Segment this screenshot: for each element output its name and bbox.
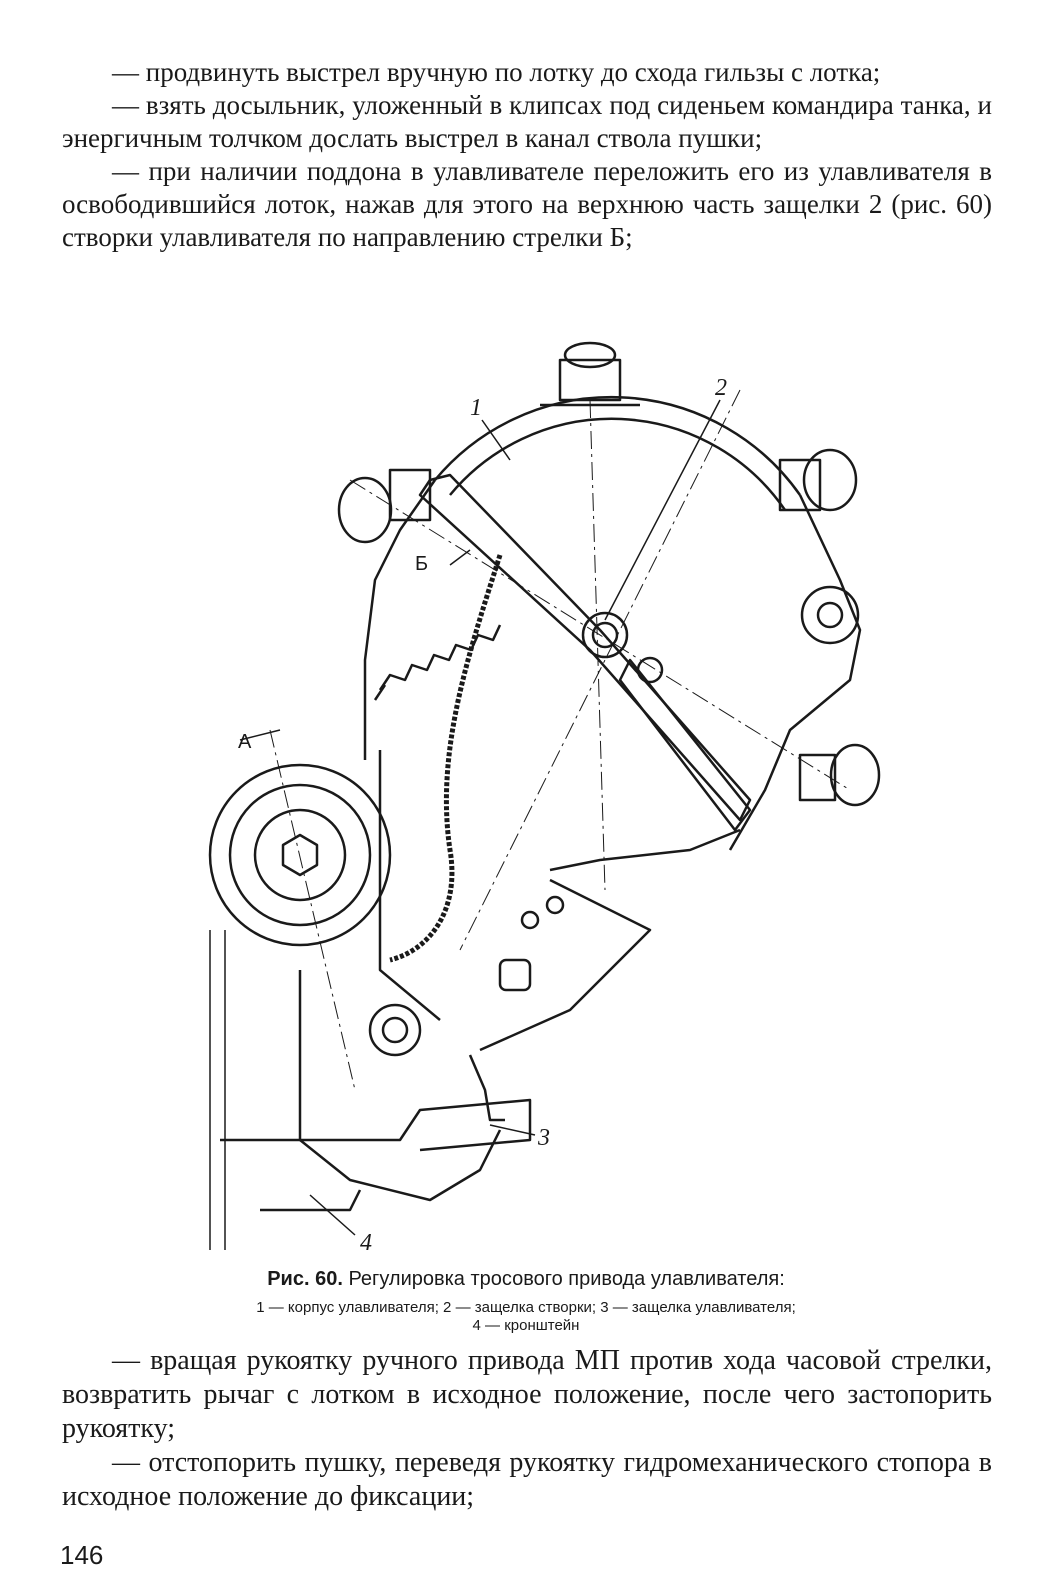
catcher-body-left-edge [363,479,437,760]
figure-caption: Рис. 60. Регулировка тросового привода у… [0,1268,1052,1291]
caption-prefix: Рис. 60. [267,1268,343,1290]
caption-title-text: Регулировка тросового привода улавливате… [348,1268,785,1290]
label-part-4: 4 [360,1230,372,1256]
dimension-a [239,729,281,741]
catcher-body-inner-arc [449,417,787,511]
rim-roller-right [800,585,860,645]
bracket-hole [520,910,540,930]
paragraph: — отстопорить пушку, переведя рукоятку г… [62,1447,992,1512]
bracket-block [498,958,532,992]
leader-1 [481,419,511,461]
cable-drum-inner [253,808,347,902]
catcher-body-outer-arc [434,395,802,496]
legend-line: 4 — кронштейн [472,1317,580,1334]
figure-60-illustration: 1 2 3 4 А Б [150,330,910,1265]
rim-bolt-top [540,341,640,407]
paragraph: — при наличии поддона в улавливателе пер… [62,156,992,252]
latch-pivot [581,611,629,659]
rim-bolt-right-upper [778,448,858,512]
housing-body [298,970,502,1202]
mounting-bracket [260,1189,362,1212]
rim-bolt-left [337,468,432,544]
catcher-body-right-edge [728,494,862,851]
bracket-right-edge [479,828,741,1052]
drum-hex-nut [281,833,319,877]
tension-spring [378,624,502,691]
bracket-hole [545,895,565,915]
centerline [459,389,741,951]
bottom-text-block: — вращая рукоятку ручного привода МП про… [62,1344,992,1514]
drive-cable [389,554,503,963]
leader-3 [489,1124,536,1136]
centerline [349,479,851,791]
flap-latch-lever [418,473,752,822]
page-number: 146 [60,1540,104,1570]
pulley-inner [381,1016,409,1044]
latch-pin [636,656,664,684]
pulley-outer [368,1003,422,1057]
rim-bolt-right-lower [798,743,881,807]
cable-drum-outer [208,763,392,947]
latch-pivot-inner [591,621,619,649]
label-part-1: 1 [470,395,482,421]
paragraph: — взять досыльник, уложенный в клипсах п… [62,90,992,153]
leader-2 [604,399,721,621]
bracket-left-edge [378,750,441,1021]
label-dimension-a: А [238,731,252,753]
cable-drum-mid [228,783,372,927]
figure-legend: 1 — корпус улавливателя; 2 — защелка ств… [0,1299,1052,1335]
vertical-cable-left [209,930,226,1250]
paragraph: — продвинуть выстрел вручную по лотку до… [112,57,881,87]
centerline [589,399,606,891]
legend-line: 1 — корпус улавливателя; 2 — защелка ств… [256,1299,796,1316]
label-part-3: 3 [537,1125,550,1151]
arrow-b [449,549,471,566]
latch-arm [618,658,752,832]
catcher-latch [468,1054,505,1122]
catcher-mechanism-drawing: 1 2 3 4 А Б [208,341,881,1256]
label-part-2: 2 [715,375,727,401]
top-text-block: — продвинуть выстрел вручную по лотку до… [62,56,992,254]
label-arrow-b: Б [415,553,428,575]
spring-end [373,684,387,701]
lower-housing [220,1098,532,1152]
paragraph: — вращая рукоятку ручного привода МП про… [62,1345,992,1444]
leader-4 [309,1194,356,1236]
